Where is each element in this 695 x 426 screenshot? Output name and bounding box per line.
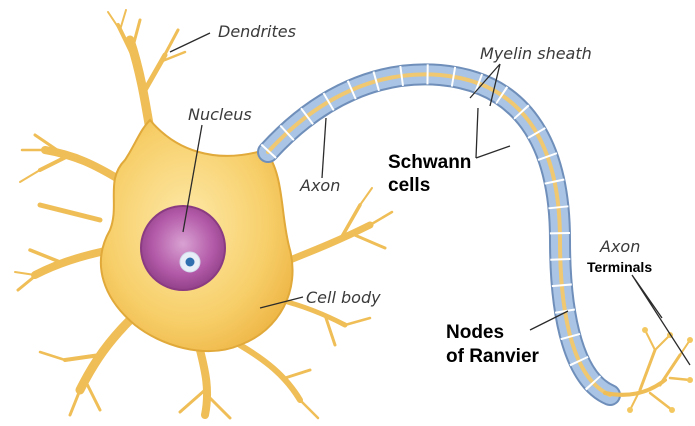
label-nodes-of-ranvier-line2: of Ranvier [446, 346, 540, 367]
nucleus [141, 206, 225, 290]
label-nucleus: Nucleus [188, 105, 252, 124]
label-schwann-cells-line1: Schwann [388, 152, 471, 173]
label-axon: Axon [299, 176, 340, 195]
axon-core [268, 74, 610, 395]
label-myelin-sheath: Myelin sheath [480, 44, 592, 63]
label-axon-terminals-line2: Terminals [587, 259, 652, 275]
label-axon-terminals-line1: Axon [599, 237, 640, 256]
label-schwann-cells-line2: cells [388, 175, 430, 196]
axon-terminals [630, 330, 690, 410]
label-nodes-of-ranvier-line1: Nodes [446, 322, 504, 343]
label-cell-body: Cell body [306, 288, 381, 307]
label-dendrites: Dendrites [218, 22, 296, 41]
